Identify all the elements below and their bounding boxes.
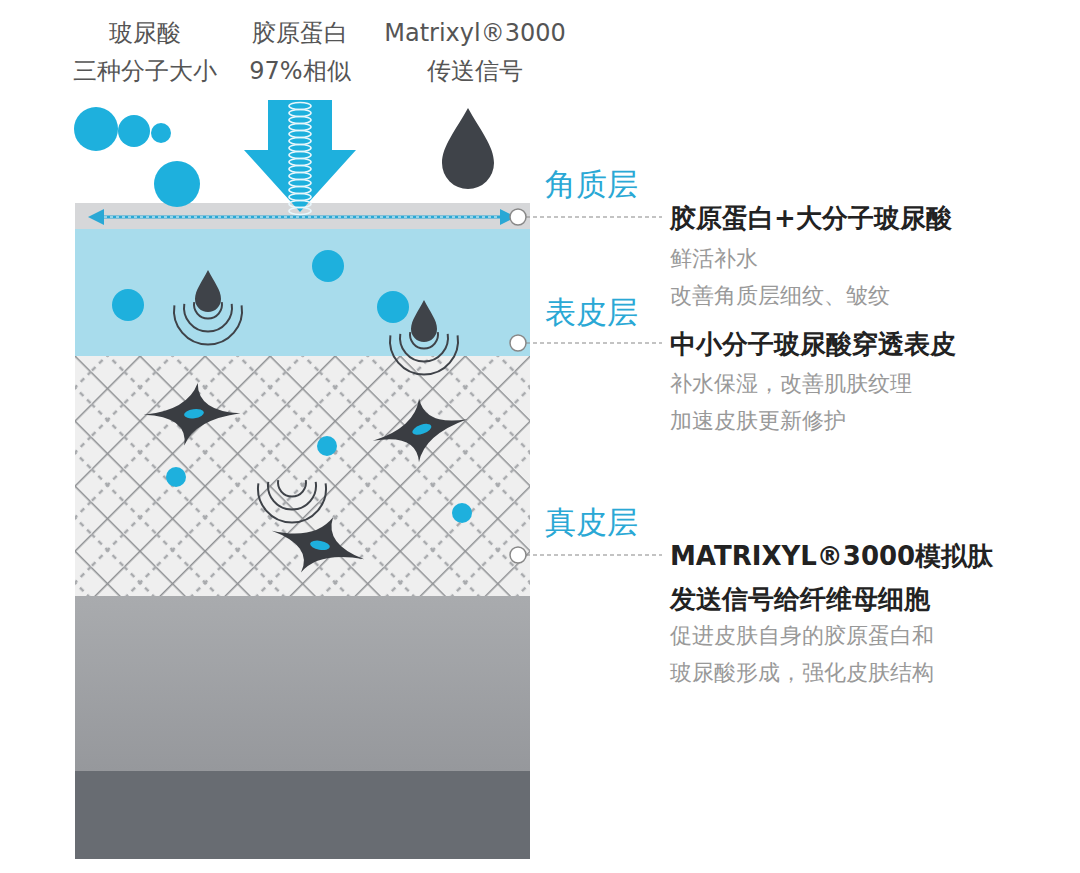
helix-turn	[289, 103, 311, 110]
ingredient-heading: 胶原蛋白 97%相似	[249, 14, 350, 90]
signal-arc	[174, 305, 242, 344]
leader-dot	[510, 547, 526, 563]
hyaluronic-sphere	[377, 291, 409, 323]
helix-turn	[289, 208, 311, 215]
peptide-drop	[195, 270, 221, 312]
fibroblast-nucleus	[411, 422, 433, 437]
helix-turn	[289, 138, 311, 145]
signal-arc	[278, 480, 306, 496]
spread-arrow-texture	[98, 216, 508, 217]
hyaluronic-sphere	[74, 107, 118, 151]
hyaluronic-sphere	[118, 115, 150, 147]
helix-turn	[289, 159, 311, 166]
dermis-band	[75, 356, 530, 596]
leader-line	[526, 216, 662, 217]
layer-name: 角质层	[545, 164, 638, 204]
layer-name: 真皮层	[545, 502, 638, 542]
callout-body: 促进皮肤自身的胶原蛋白和 玻尿酸形成，强化皮肤结构	[670, 617, 934, 691]
ingredient-heading: 玻尿酸 三种分子大小	[73, 14, 217, 90]
helix-turn	[289, 124, 311, 131]
arrow-head	[88, 209, 104, 225]
signal-arc	[410, 332, 438, 348]
fibroblast	[266, 507, 371, 583]
peptide-drop	[442, 108, 494, 189]
callout-body: 鲜活补水 改善角质层细纹、皱纹	[670, 240, 890, 314]
helix-turn	[289, 131, 311, 138]
epidermis-band	[75, 229, 530, 356]
fibroblast-nucleus	[183, 408, 204, 420]
helix-turn	[289, 145, 311, 152]
hyaluronic-sphere	[151, 123, 171, 143]
helix-turn	[289, 166, 311, 173]
hyaluronic-sphere	[112, 289, 144, 321]
collagen-lattice	[75, 356, 530, 596]
callout-title: 中小分子玻尿酸穿透表皮	[670, 327, 956, 361]
fibroblast-body	[266, 507, 371, 583]
fibroblast-body	[365, 385, 476, 474]
helix-turn	[289, 201, 311, 208]
leader-line	[526, 342, 662, 343]
signal-arc	[400, 334, 448, 362]
helix-turn	[289, 110, 311, 117]
fibroblast	[140, 378, 243, 451]
signal-arc	[194, 302, 222, 318]
callout-body: 补水保湿，改善肌肤纹理 加速皮肤更新修护	[670, 365, 912, 439]
signal-arc	[390, 335, 458, 374]
helix-turn	[289, 117, 311, 124]
helix-turn	[289, 194, 311, 201]
hyaluronic-sphere	[154, 161, 200, 207]
signal-arc	[184, 304, 232, 332]
helix-turn	[289, 187, 311, 194]
fibroblast-body	[140, 378, 243, 451]
fibroblast-nucleus	[309, 539, 330, 551]
leader-dot	[510, 209, 526, 225]
deep-layer	[75, 771, 530, 859]
stratum-corneum	[75, 203, 530, 229]
signal-arc	[268, 482, 316, 510]
callout-title: 胶原蛋白+大分子玻尿酸	[670, 201, 952, 235]
fibroblast	[365, 385, 476, 474]
ingredient-heading: Matrixyl®3000 传送信号	[384, 14, 566, 90]
leader-line	[526, 554, 662, 555]
layer-name: 表皮层	[545, 292, 638, 332]
signal-arc	[258, 483, 326, 522]
spread-arrow	[98, 216, 508, 219]
collagen-arrow	[244, 100, 356, 212]
collagen-helix	[289, 103, 311, 215]
leader-dot	[510, 335, 526, 351]
hyaluronic-sphere	[452, 503, 472, 523]
helix-turn	[289, 180, 311, 187]
hyaluronic-sphere	[312, 250, 344, 282]
callout-title: MATRIXYL®3000模拟肽 发送信号给纤维母细胞	[670, 535, 993, 621]
subcutis-band	[75, 596, 530, 771]
helix-turn	[289, 173, 311, 180]
hyaluronic-sphere	[166, 467, 186, 487]
peptide-drop	[411, 300, 437, 342]
hyaluronic-sphere	[317, 436, 337, 456]
helix-turn	[289, 152, 311, 159]
